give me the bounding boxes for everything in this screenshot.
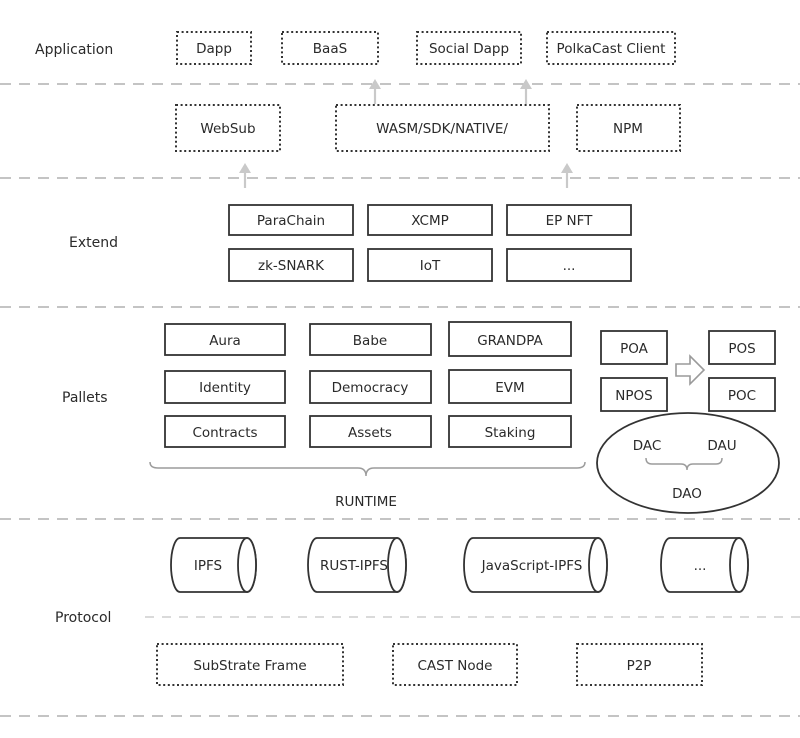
npos-label: NPOS — [615, 388, 652, 404]
iot-label: IoT — [420, 258, 441, 274]
extend-more-label: ... — [563, 258, 576, 274]
pallets-grid: Aura Babe GRANDPA Identity Democracy EVM… — [164, 321, 572, 448]
identity-box: Identity — [164, 370, 286, 404]
baas-label: BaaS — [313, 41, 347, 57]
evm-box: EVM — [448, 369, 572, 404]
layer-label-extend: Extend — [69, 235, 118, 251]
aura-box: Aura — [164, 323, 286, 356]
poa-label: POA — [620, 341, 649, 357]
polkacast-client-label: PolkaCast Client — [557, 41, 666, 57]
democracy-label: Democracy — [332, 380, 409, 396]
npos-box: NPOS — [600, 377, 668, 412]
baas-box: BaaS — [281, 31, 379, 65]
aura-label: Aura — [209, 333, 241, 349]
layer-label-application: Application — [35, 42, 113, 58]
runtime-label: RUNTIME — [335, 494, 397, 510]
extend-more-box: ... — [506, 248, 632, 282]
zk-snark-label: zk-SNARK — [258, 258, 325, 274]
runtime-brace — [149, 461, 586, 477]
interface-row: WebSub WASM/SDK/NATIVE/ NPM — [175, 104, 681, 152]
parachain-label: ParaChain — [257, 213, 325, 229]
babe-box: Babe — [309, 323, 432, 356]
babe-label: Babe — [353, 333, 387, 349]
pos-box: POS — [708, 330, 776, 365]
storage-more-label: ... — [694, 558, 707, 574]
extend-grid: ParaChain XCMP EP NFT zk-SNARK IoT ... — [228, 204, 632, 282]
assets-label: Assets — [348, 425, 392, 441]
arrow-up-icon — [369, 79, 381, 89]
consensus-group: POA NPOS POS POC — [600, 330, 776, 412]
substrate-frame-box: SubStrate Frame — [156, 643, 344, 686]
contracts-label: Contracts — [192, 425, 257, 441]
grandpa-label: GRANDPA — [477, 333, 543, 349]
social-dapp-box: Social Dapp — [416, 31, 522, 65]
layer-label-protocol: Protocol — [55, 610, 111, 626]
xcmp-box: XCMP — [367, 204, 493, 236]
p2p-box: P2P — [576, 643, 703, 686]
wasm-label: WASM/SDK/NATIVE/ — [376, 121, 508, 137]
wasm-box: WASM/SDK/NATIVE/ — [335, 104, 550, 152]
storage-more-cylinder: ... — [660, 537, 749, 593]
zk-snark-box: zk-SNARK — [228, 248, 354, 282]
dao-ellipse — [596, 412, 780, 514]
websub-box: WebSub — [175, 104, 281, 152]
dapp-label: Dapp — [196, 41, 232, 57]
substrate-frame-label: SubStrate Frame — [193, 658, 306, 674]
staking-box: Staking — [448, 415, 572, 448]
base-row: SubStrate Frame CAST Node P2P — [156, 643, 703, 686]
pos-label: POS — [728, 341, 755, 357]
js-ipfs-label: JavaScript-IPFS — [481, 558, 583, 574]
websub-label: WebSub — [200, 121, 255, 137]
ep-nft-box: EP NFT — [506, 204, 632, 236]
identity-label: Identity — [199, 380, 251, 396]
transition-arrow-icon — [675, 354, 706, 386]
npm-label: NPM — [613, 121, 643, 137]
arrow-up-icon — [561, 163, 573, 173]
dao-label: DAO — [672, 486, 702, 502]
evm-label: EVM — [495, 380, 524, 396]
polkacast-client-box: PolkaCast Client — [546, 31, 676, 65]
arrows-interface-to-application — [369, 79, 532, 104]
arrows-extend-to-interface — [239, 163, 573, 188]
npm-box: NPM — [576, 104, 681, 152]
social-dapp-label: Social Dapp — [429, 41, 509, 57]
ep-nft-label: EP NFT — [546, 213, 594, 229]
contracts-box: Contracts — [164, 415, 286, 448]
ipfs-cylinder: IPFS — [170, 537, 257, 593]
xcmp-label: XCMP — [411, 213, 448, 229]
application-row: Dapp BaaS Social Dapp PolkaCast Client — [176, 31, 676, 65]
poc-label: POC — [728, 388, 756, 404]
layer-separators — [0, 83, 800, 717]
p2p-label: P2P — [627, 658, 652, 674]
dao-brace — [645, 457, 723, 471]
arrow-up-icon — [520, 79, 532, 89]
layer-label-pallets: Pallets — [62, 390, 108, 406]
grandpa-box: GRANDPA — [448, 321, 572, 357]
rust-ipfs-cylinder: RUST-IPFS — [307, 537, 407, 593]
cast-node-label: CAST Node — [417, 658, 492, 674]
iot-box: IoT — [367, 248, 493, 282]
dac-label: DAC — [633, 438, 662, 454]
arrow-up-icon — [239, 163, 251, 173]
staking-label: Staking — [485, 425, 536, 441]
rust-ipfs-label: RUST-IPFS — [320, 558, 388, 574]
dapp-box: Dapp — [176, 31, 252, 65]
assets-box: Assets — [309, 415, 432, 448]
storage-row: IPFS RUST-IPFS JavaScript-IPFS ... — [170, 537, 749, 593]
parachain-box: ParaChain — [228, 204, 354, 236]
poc-box: POC — [708, 377, 776, 412]
democracy-box: Democracy — [309, 370, 432, 404]
poa-box: POA — [600, 330, 668, 365]
js-ipfs-cylinder: JavaScript-IPFS — [463, 537, 608, 593]
dao-group: DAC DAU DAO — [596, 412, 780, 514]
ipfs-label: IPFS — [194, 558, 222, 574]
dau-label: DAU — [707, 438, 736, 454]
cast-node-box: CAST Node — [392, 643, 518, 686]
